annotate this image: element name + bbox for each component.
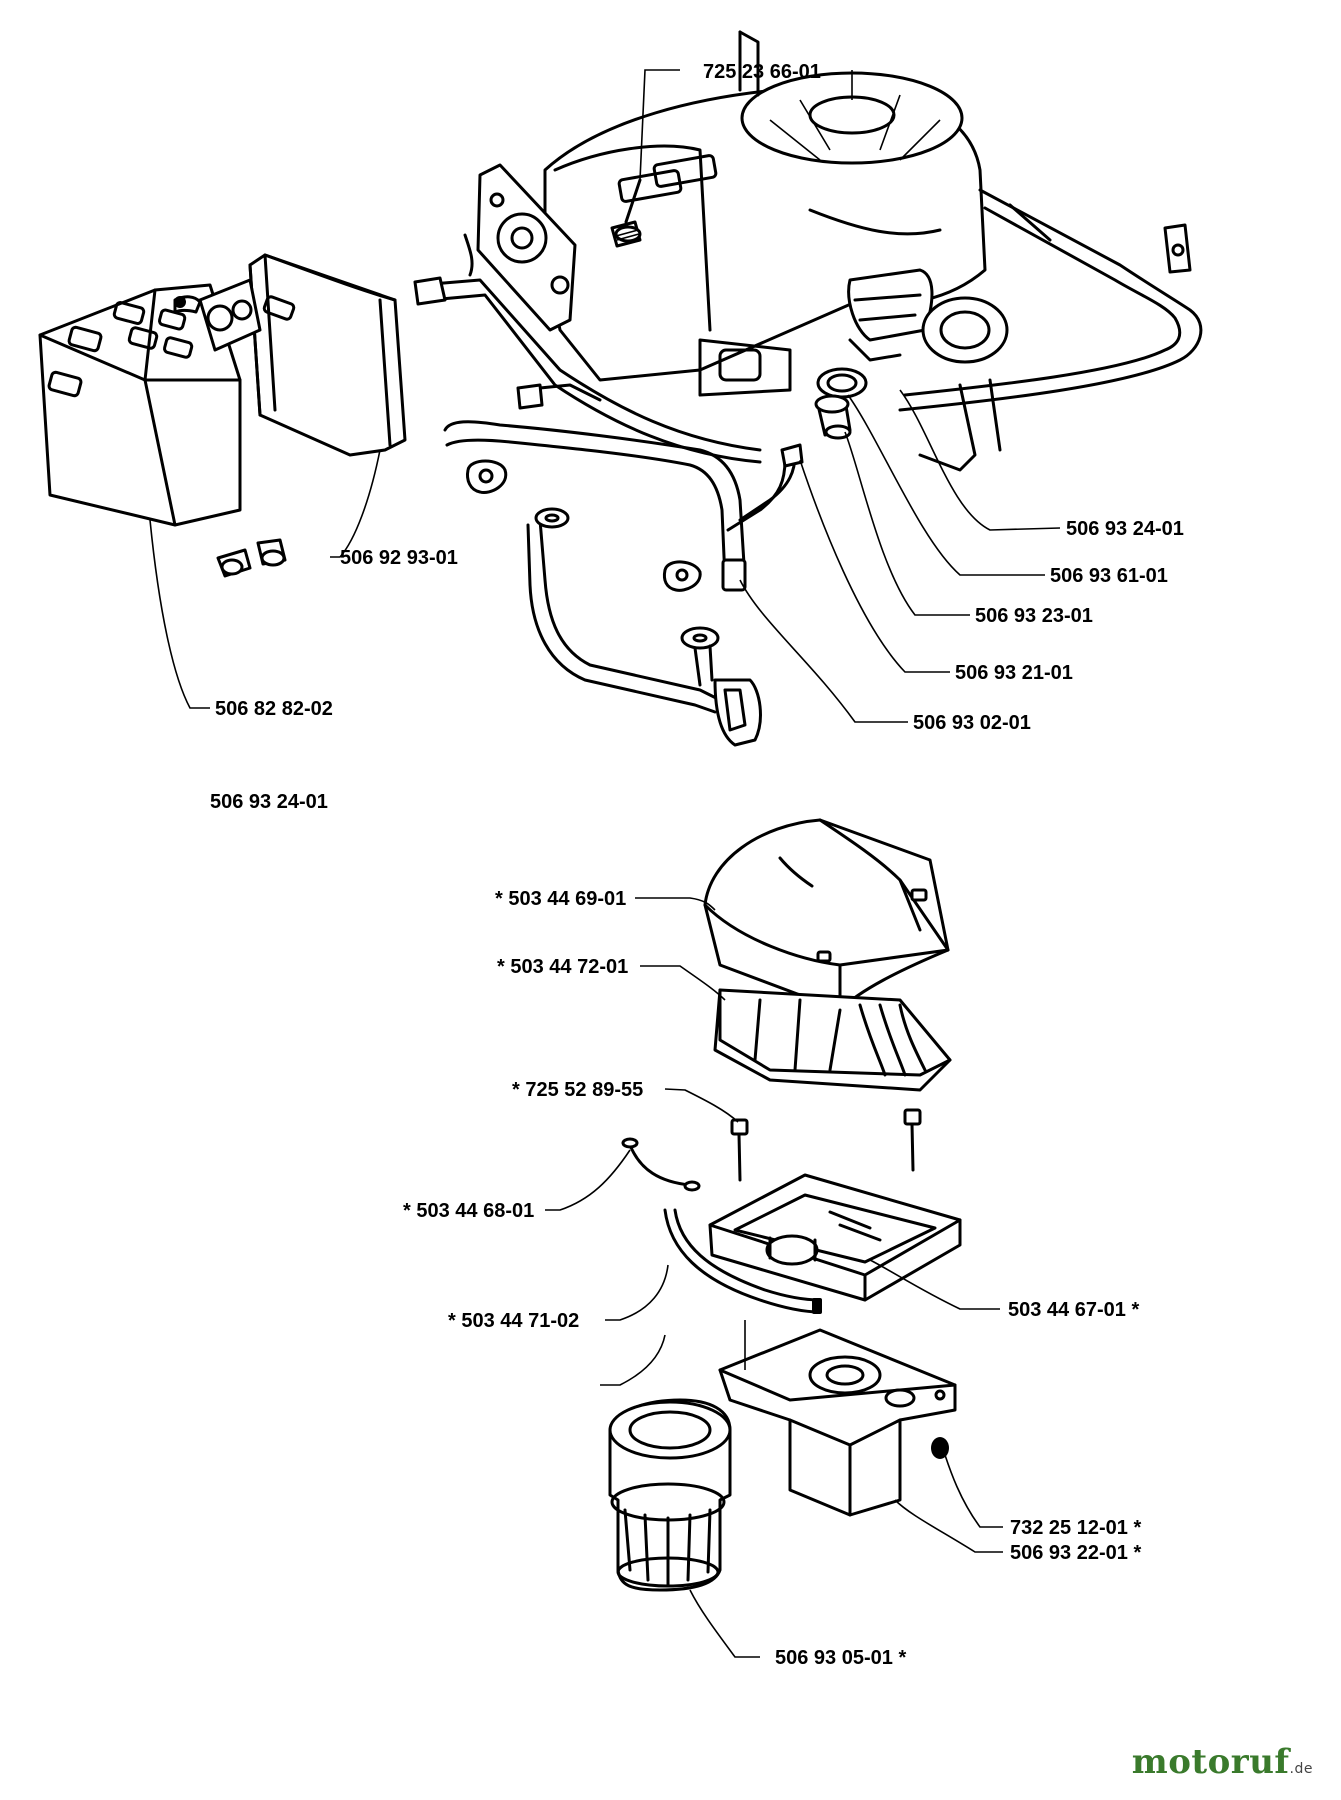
frame-tube: [413, 233, 762, 464]
base-plate: [708, 1173, 962, 1302]
frame-bracket: [898, 188, 1203, 472]
label-725-52-89-55: * 725 52 89-55: [512, 1079, 643, 1101]
screw: [610, 178, 642, 248]
label-506-92-93-01: 506 92 93-01: [340, 547, 458, 569]
engine-shroud: [543, 70, 987, 397]
muffler: [248, 253, 407, 457]
label-503-44-68-01: * 503 44 68-01: [403, 1200, 534, 1222]
hose: [663, 1208, 822, 1314]
clamp: [466, 459, 702, 592]
leader-lines-upper: [149, 69, 1061, 723]
label-506-93-02-01: 506 93 02-01: [913, 712, 1031, 734]
watermark-brand: motoruf: [1131, 1742, 1290, 1782]
label-503-44-71-02: * 503 44 71-02: [448, 1310, 579, 1332]
top-bracket: [738, 30, 760, 97]
label-506-93-24-01-top: 506 93 24-01: [1066, 518, 1184, 540]
nut: [931, 1437, 949, 1459]
gasket-ring: [816, 367, 868, 399]
label-506-93-61-01: 506 93 61-01: [1050, 565, 1168, 587]
drain-tube: [526, 507, 762, 747]
label-506-82-82-02: 506 82 82-02: [215, 698, 333, 720]
label-506-93-23-01: 506 93 23-01: [975, 605, 1093, 627]
elbow-adaptor: [718, 1328, 957, 1517]
filter-element: [608, 1398, 732, 1592]
watermark-logo: motoruf.de: [1132, 1742, 1313, 1782]
label-506-93-22-01: 506 93 22-01 *: [1010, 1542, 1141, 1564]
label-503-44-69-01: * 503 44 69-01: [495, 888, 626, 910]
watermark-tld: .de: [1289, 1761, 1313, 1777]
label-503-44-72-01: * 503 44 72-01: [497, 956, 628, 978]
label-506-93-05-01: 506 93 05-01 *: [775, 1647, 906, 1669]
bolt: [216, 538, 287, 578]
breather-tube: [443, 420, 804, 592]
air-cleaner-cover: [703, 818, 950, 1012]
exhaust-flange: [173, 278, 262, 352]
label-506-93-24-01-mid: 506 93 24-01: [210, 791, 328, 813]
cleaner-screws: [730, 1108, 922, 1182]
label-725-23-66-01: 725 23 66-01: [703, 61, 821, 83]
label-732-25-12-01: 732 25 12-01 *: [1010, 1517, 1141, 1539]
muffler-shield: [38, 283, 242, 527]
oil-filter-housing: [847, 268, 1009, 364]
clip: [621, 1137, 701, 1192]
mounting-plate: [476, 163, 577, 332]
pre-filter: [713, 988, 952, 1092]
leader-lines-lower: [545, 897, 1003, 1658]
label-506-93-21-01: 506 93 21-01: [955, 662, 1073, 684]
label-503-44-67-01: 503 44 67-01 *: [1008, 1299, 1139, 1321]
fitting: [814, 394, 852, 440]
